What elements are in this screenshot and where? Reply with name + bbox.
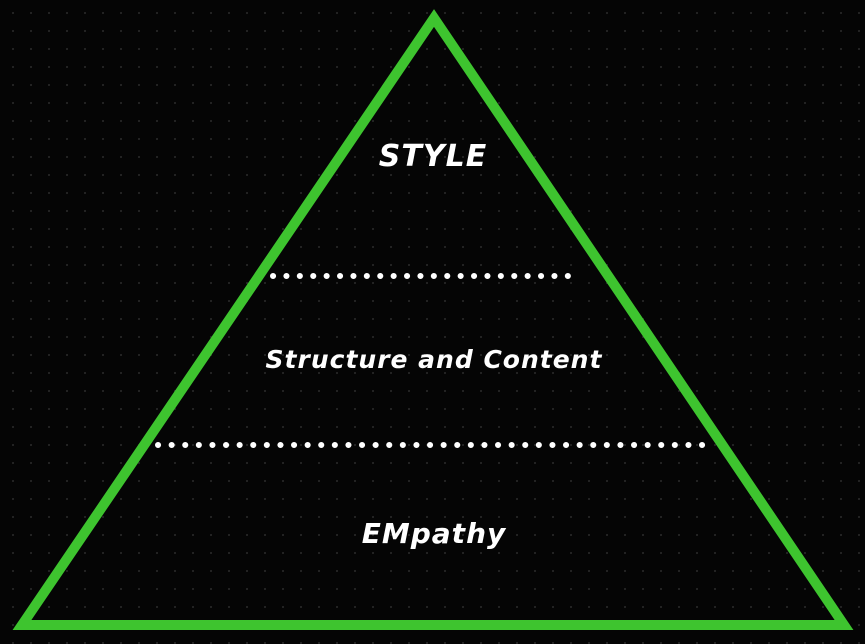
pyramid-outline (12, 9, 854, 630)
layer-label-empathy: EMpathy (362, 517, 507, 550)
layer-label-style: STYLE (379, 139, 487, 174)
layer-label-structure-content: Structure and Content (266, 345, 603, 374)
